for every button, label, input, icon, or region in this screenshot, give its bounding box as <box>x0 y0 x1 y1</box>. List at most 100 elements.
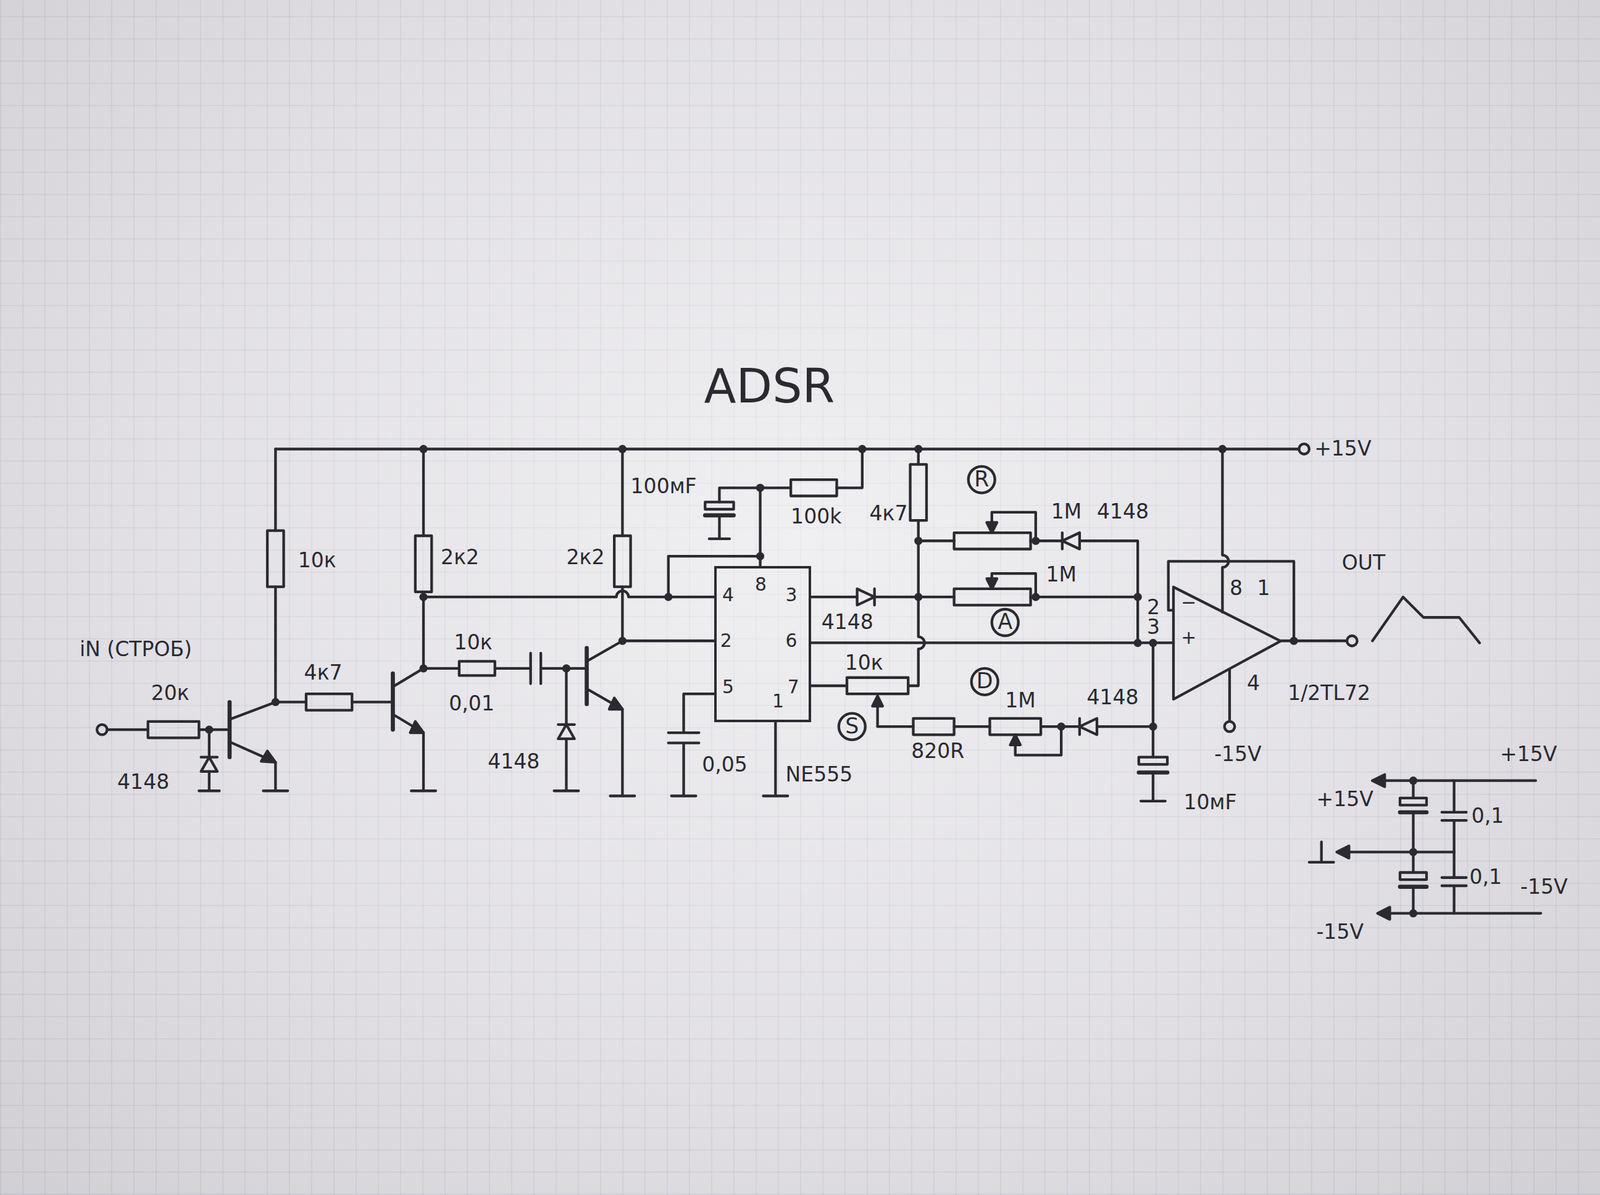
decoupling-block-part <box>1338 850 1455 854</box>
junction-dots-part <box>756 483 765 492</box>
junction-dots-part <box>204 725 213 734</box>
input-stage-part <box>275 700 393 704</box>
sustain-decay-network-part <box>971 668 999 696</box>
sustain-decay-network-part <box>1138 770 1168 775</box>
component-label: 100мF <box>630 474 697 499</box>
attack-release-network-part <box>991 573 1036 597</box>
component-label: 0,1 <box>1471 804 1505 828</box>
component-label: 2к2 <box>566 545 605 570</box>
component-label: 820R <box>911 739 965 763</box>
inverter-stage-part <box>558 724 575 739</box>
attack-release-network-part <box>987 578 998 589</box>
component-label: 4148 <box>1096 500 1149 524</box>
attack-release-network-part <box>918 532 1138 644</box>
component-label: 4к7 <box>304 661 343 685</box>
junction-dots-part <box>914 445 923 454</box>
decoupling-block-part <box>1412 851 1467 913</box>
component-label: 4148 <box>117 770 170 794</box>
control-letter: D <box>976 669 994 694</box>
component-label: +15V <box>1316 787 1373 812</box>
input-stage-part <box>107 728 149 731</box>
component-label: 0,1 <box>1469 865 1502 889</box>
decoupling-block-part <box>1400 798 1427 806</box>
inverter-stage-part <box>392 668 424 733</box>
sustain-decay-network-part <box>1079 718 1097 735</box>
pin-number: 6 <box>785 630 798 652</box>
timer-supply-part <box>760 448 863 567</box>
input-stage-part <box>201 757 218 772</box>
component-label: -15V <box>1214 742 1262 767</box>
trigger-stage-part <box>622 448 715 641</box>
component-label: 20к <box>151 681 190 705</box>
attack-release-network <box>811 448 1138 686</box>
component-label: 1M <box>1004 688 1036 713</box>
timer-ic: 48326517NE555 <box>714 566 812 723</box>
sustain-decay-network-part <box>811 684 847 688</box>
input-stage <box>96 448 393 791</box>
timer-supply-part <box>762 722 788 797</box>
input-stage-part <box>274 448 277 702</box>
decoupling-block-part <box>1377 907 1391 920</box>
diagram-title: ADSR <box>704 359 836 413</box>
junction-dots-part <box>1409 776 1418 785</box>
supply-rail-part <box>1298 443 1310 455</box>
opamp-wiring <box>1168 448 1480 732</box>
sustain-decay-network <box>811 643 1168 802</box>
trigger-stage-part <box>614 535 631 588</box>
component-label: 4148 <box>1087 685 1139 710</box>
junction-dots-part <box>1409 848 1418 857</box>
component-label: 4148 <box>821 610 874 634</box>
pin-number: 2 <box>720 630 733 652</box>
component-label: 10к <box>454 630 493 655</box>
junction-dots-part <box>1031 537 1040 546</box>
sustain-decay-network-part <box>1140 643 1166 802</box>
component-label: 4к7 <box>869 501 908 526</box>
input-stage-part <box>262 762 288 791</box>
junction-dots-part <box>419 593 428 602</box>
junction-dots-part <box>664 593 673 602</box>
attack-release-network-part <box>1062 532 1080 549</box>
ic-name: NE555 <box>785 762 854 787</box>
signal-wire <box>811 642 1174 644</box>
attack-release-network-part <box>968 466 996 494</box>
component-label: 0,05 <box>701 753 748 777</box>
sustain-decay-network-part <box>846 677 909 694</box>
input-stage-part <box>229 701 276 763</box>
control-letter: R <box>974 467 989 492</box>
sustain-decay-network-part <box>989 718 1041 735</box>
component-label: 10мF <box>1183 790 1238 815</box>
component-label: +15V <box>1314 437 1371 461</box>
attack-release-network-part <box>991 512 1036 541</box>
attack-release-network-part <box>954 588 1031 605</box>
opamp-wiring-part <box>1372 596 1480 643</box>
pin-number: 8 <box>754 574 767 596</box>
input-stage-part <box>267 530 284 588</box>
decoupling-block-part <box>1412 780 1467 853</box>
inverter-stage-part <box>530 653 588 684</box>
inverter-stage-part <box>411 732 436 791</box>
junction-dots-part <box>618 445 627 454</box>
component-label: 0,01 <box>448 691 495 716</box>
opamp-wiring-part <box>1228 669 1231 722</box>
trigger-stage-part <box>610 709 636 797</box>
inverter-stage-part <box>423 667 531 670</box>
pin-number: 4 <box>722 584 734 606</box>
supply-rail <box>275 443 1310 455</box>
attack-release-network-part <box>991 609 1019 636</box>
component-label: 10к <box>845 651 884 675</box>
junction-dots-part <box>1133 593 1142 602</box>
sustain-decay-network-part <box>1138 757 1168 765</box>
junction-dots-part <box>1057 722 1066 731</box>
timer-supply-part <box>704 501 734 510</box>
junction-dots-part <box>1409 909 1418 918</box>
decoupling-block-part <box>1379 911 1541 915</box>
inverter-stage-part <box>410 721 424 733</box>
junction-dots-part <box>1148 722 1157 731</box>
component-label: 100k <box>790 504 842 529</box>
attack-release-network-part <box>910 464 927 521</box>
input-stage-part <box>261 751 276 763</box>
component-label: iN (СТРОБ) <box>79 637 192 662</box>
